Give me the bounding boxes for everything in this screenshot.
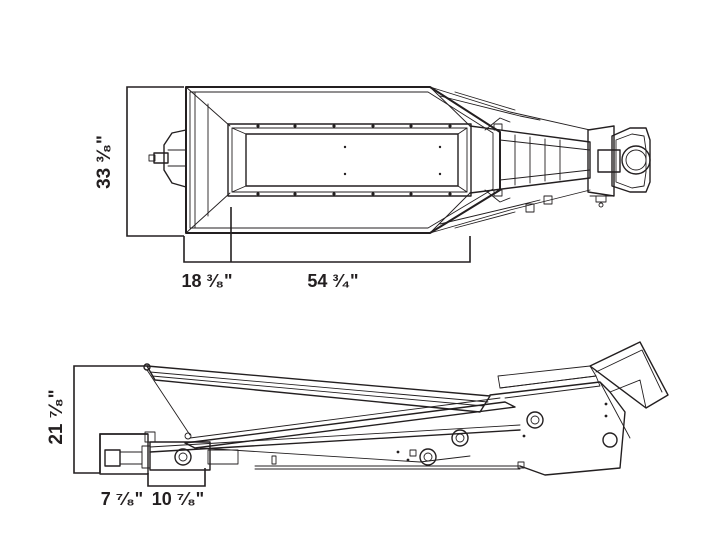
top-front-dimension: 18 ³⁄₈" [182, 271, 233, 291]
inner-frame [227, 123, 472, 197]
top-length-dimension: 54 ³⁄₄" [307, 271, 358, 291]
chute-head [587, 125, 651, 208]
bottom-hardware [271, 449, 525, 469]
rear-bracket [148, 129, 187, 188]
side-offset-dimension: 7 ⁷⁄₈" [101, 489, 143, 509]
front-frame [489, 341, 669, 476]
tilted-deck [143, 363, 491, 436]
top-height-dimension: 33 ³⁄₈" [94, 135, 115, 189]
side-height-dimension: 21 ⁷⁄₈" [46, 389, 67, 444]
boom-section [429, 86, 591, 234]
top-view [126, 86, 651, 263]
chassis [149, 397, 521, 470]
side-view [73, 341, 669, 487]
main-body-outline [185, 86, 501, 234]
top-view-dimension-lines [126, 86, 471, 263]
side-view-dimension-lines [73, 365, 206, 487]
frame-bolts [256, 124, 452, 196]
wheels [419, 411, 618, 466]
rear-assembly [99, 431, 239, 475]
side-base-dimension: 10 ⁷⁄₈" [152, 489, 204, 509]
